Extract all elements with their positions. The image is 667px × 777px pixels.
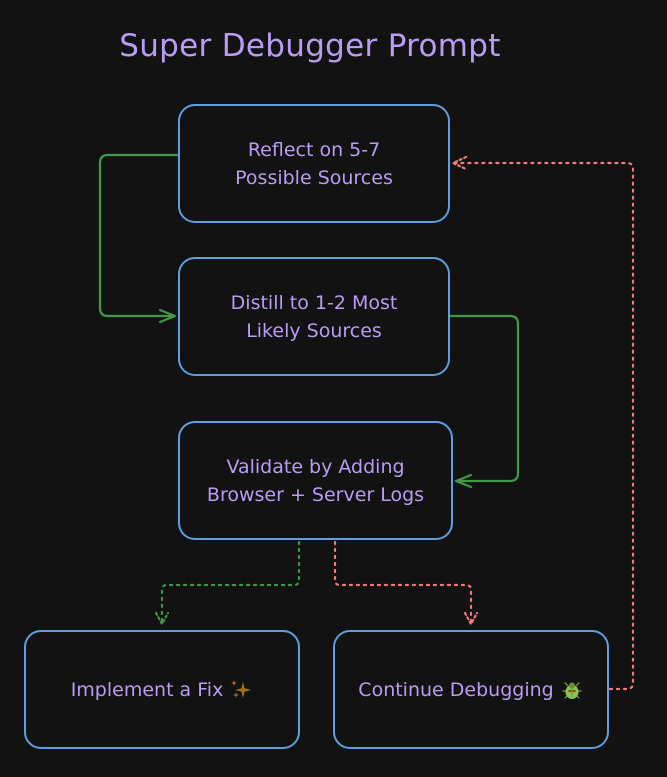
node-validate[interactable]: Validate by Adding Browser + Server Logs	[178, 421, 453, 540]
node-label: Distill to 1-2 Most Likely Sources	[230, 291, 398, 342]
bug-icon	[560, 678, 584, 702]
node-implement-fix[interactable]: Implement a Fix	[24, 630, 300, 749]
node-continue-debugging[interactable]: Continue Debugging	[333, 630, 609, 749]
node-label: Reflect on 5-7 Possible Sources	[235, 138, 393, 189]
edge-distill-to-validate[interactable]	[450, 314, 520, 489]
edge-line	[450, 314, 520, 483]
node-label: Implement a Fix	[70, 678, 224, 701]
arrowhead-icon	[454, 473, 473, 489]
edge-validate-to-continue[interactable]	[333, 540, 479, 627]
node-reflect[interactable]: Reflect on 5-7 Possible Sources	[178, 104, 450, 223]
node-label: Validate by Adding Browser + Server Logs	[206, 455, 425, 506]
node-distill[interactable]: Distill to 1-2 Most Likely Sources	[178, 257, 450, 376]
diagram-title: Super Debugger Prompt	[119, 28, 501, 64]
edge-line	[333, 540, 473, 626]
arrowhead-icon	[154, 611, 170, 627]
node-label: Continue Debugging	[358, 678, 554, 701]
edge-reflect-to-distill[interactable]	[98, 153, 178, 324]
arrowhead-icon	[158, 308, 177, 324]
sparkles-icon	[229, 678, 253, 702]
arrowhead-icon	[450, 155, 468, 171]
edge-line	[98, 153, 178, 318]
edge-continue-to-reflect[interactable]	[450, 155, 635, 691]
arrowhead-icon	[463, 611, 479, 627]
edge-line	[452, 161, 635, 691]
edge-validate-to-fix[interactable]	[154, 540, 301, 627]
edge-line	[160, 540, 301, 626]
